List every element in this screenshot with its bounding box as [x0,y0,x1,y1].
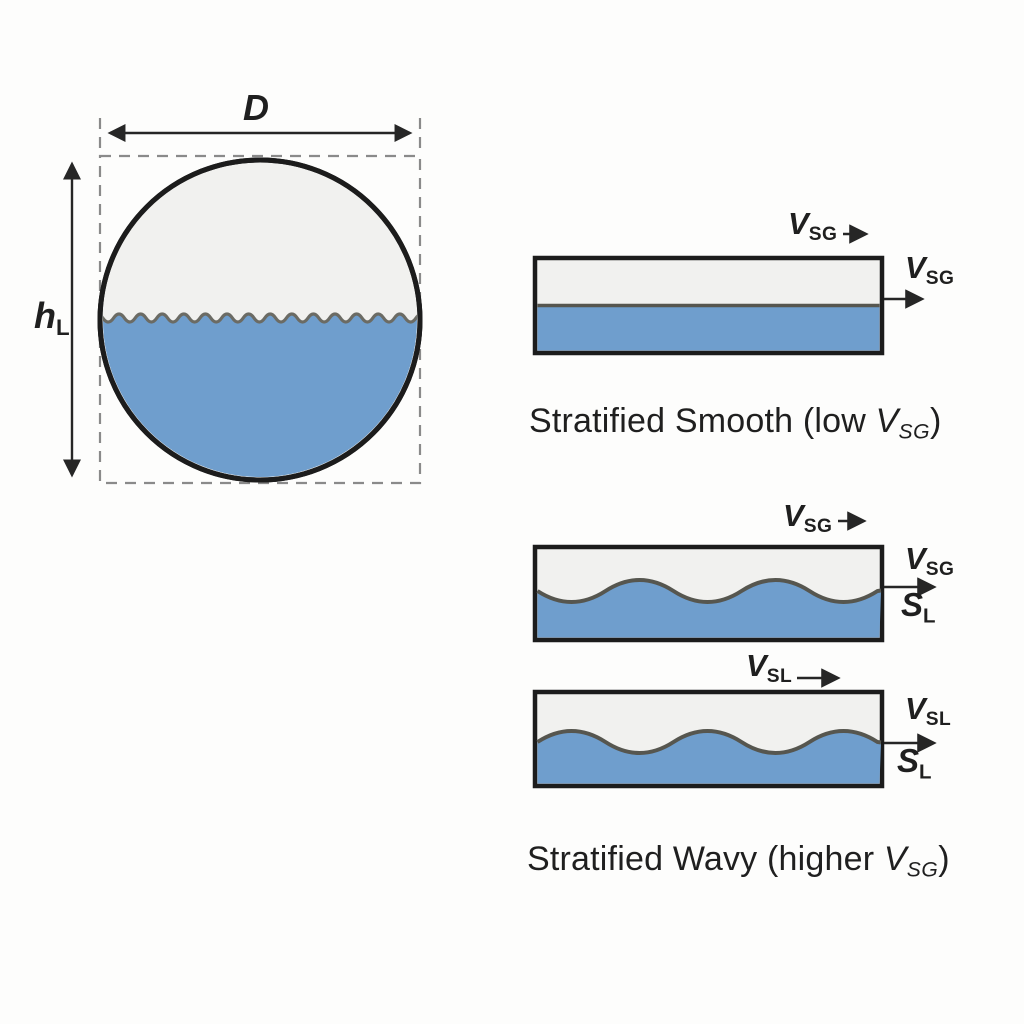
wavy2-liquid-fill [537,731,881,784]
stratified-wavy-caption: Stratified Wavy (higher VSG) [527,840,950,882]
pipe-circle-outline [97,157,423,483]
wavy1-interface-wave [536,578,882,604]
wavy-right1-perimeter-label: SL [901,586,936,628]
wavy2-interface-wave [536,729,882,755]
liquid-height-label: hL [34,295,71,341]
wavy-right1-velocity-label: VSG [905,541,955,581]
diameter-label: D [243,87,269,128]
stratified-smooth-caption: Stratified Smooth (low VSG) [529,402,942,444]
wavy1-liquid-fill [537,580,881,638]
wavy-right2-perimeter-label: SL [897,742,932,784]
wavy-liquid-velocity-label: VSL [746,648,793,688]
wavy-gas-velocity-label: VSG [783,498,833,538]
stratified-wavy-liquid-figure [532,668,937,789]
smooth-right-velocity-label: VSG [905,250,955,290]
smooth-gas-velocity-label: VSG [788,206,838,246]
pipe-cross-section-figure [63,118,423,485]
wavy-right2-velocity-label: VSL [905,691,952,731]
stratified-smooth-figure [532,224,925,356]
pipe-interface-wave [103,312,417,324]
stratified-wavy-gas-figure [532,511,937,643]
smooth-liquid-fill [537,306,880,351]
